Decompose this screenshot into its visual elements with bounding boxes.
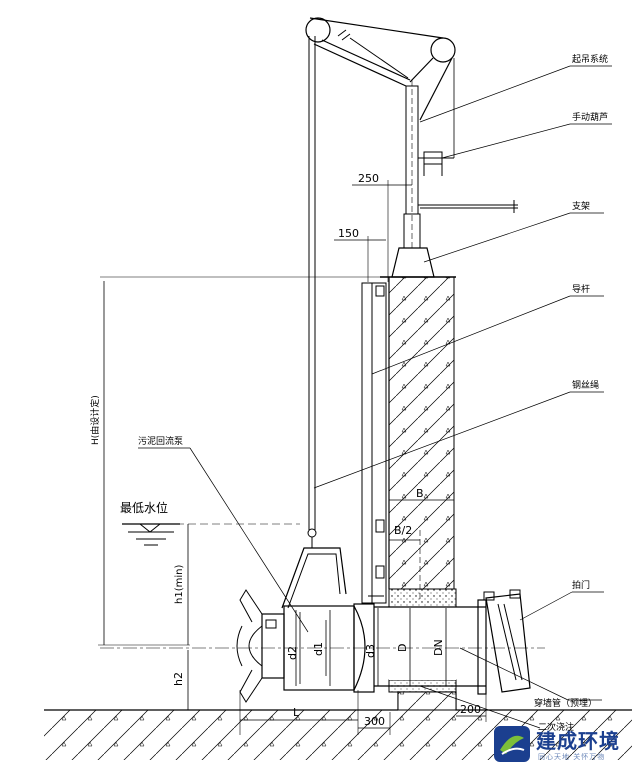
- label-wall-pipe: 穿墙管（预埋）: [534, 697, 597, 709]
- dim-L: L: [293, 706, 300, 719]
- wall-opening: [389, 607, 456, 680]
- dim-250: 250: [358, 172, 379, 185]
- pump-body: [236, 589, 366, 703]
- label-bracket: 支架: [572, 200, 590, 212]
- dim-300: 300: [364, 715, 385, 728]
- dim-150: 150: [338, 227, 359, 240]
- label-flap-valve: 拍门: [572, 579, 590, 591]
- guide-rod: [361, 282, 387, 604]
- dimension-lines: [98, 180, 487, 735]
- label-hand-hoist: 手动葫芦: [572, 111, 608, 123]
- logo-name: 建成环境: [536, 729, 620, 753]
- lifting-mast: [391, 80, 518, 278]
- label-secondary-pour: 二次浇注: [538, 721, 574, 733]
- dim-d2: d2: [286, 646, 299, 660]
- wire-rope: [307, 36, 317, 538]
- flap-valve: [483, 589, 531, 693]
- logo-mark-icon: [494, 726, 530, 762]
- dim-h1: h1(min): [174, 565, 185, 604]
- dim-H: H(由设计定): [89, 395, 101, 445]
- label-guide-rod: 导杆: [572, 283, 590, 295]
- dim-d3: d3: [364, 644, 377, 658]
- dim-B-half: B/2: [394, 524, 412, 537]
- component-labels: 起吊系统 手动葫芦 支架 导杆 钢丝绳 污泥回流泵 最低水位 拍门 穿墙管（预埋…: [120, 53, 608, 733]
- label-lifting-system: 起吊系统: [572, 53, 608, 65]
- label-wire-rope: 钢丝绳: [572, 379, 599, 391]
- leader-lines: [138, 65, 612, 729]
- company-logo: 建成环境 同心天地 关怀万物: [490, 722, 630, 766]
- lifting-bail: [281, 537, 347, 609]
- ground-slab: [44, 691, 632, 760]
- label-pump: 污泥回流泵: [138, 435, 183, 447]
- dim-h2: h2: [172, 672, 185, 686]
- label-min-water-level: 最低水位: [120, 500, 168, 515]
- logo-slogan: 同心天地 关怀万物: [538, 753, 606, 761]
- dim-200: 200: [460, 703, 481, 716]
- crane-jib: [305, 17, 456, 158]
- dim-B: B: [416, 487, 424, 500]
- concrete-wall: [388, 276, 455, 590]
- dim-D: D: [396, 644, 409, 652]
- water-level-symbol: [122, 523, 300, 546]
- dimension-texts: 250 150 H(由设计定) B B/2 h1(min) h2 d2 d1 d…: [89, 172, 481, 728]
- dim-d1: d1: [312, 642, 325, 656]
- dim-DN: DN: [432, 639, 445, 656]
